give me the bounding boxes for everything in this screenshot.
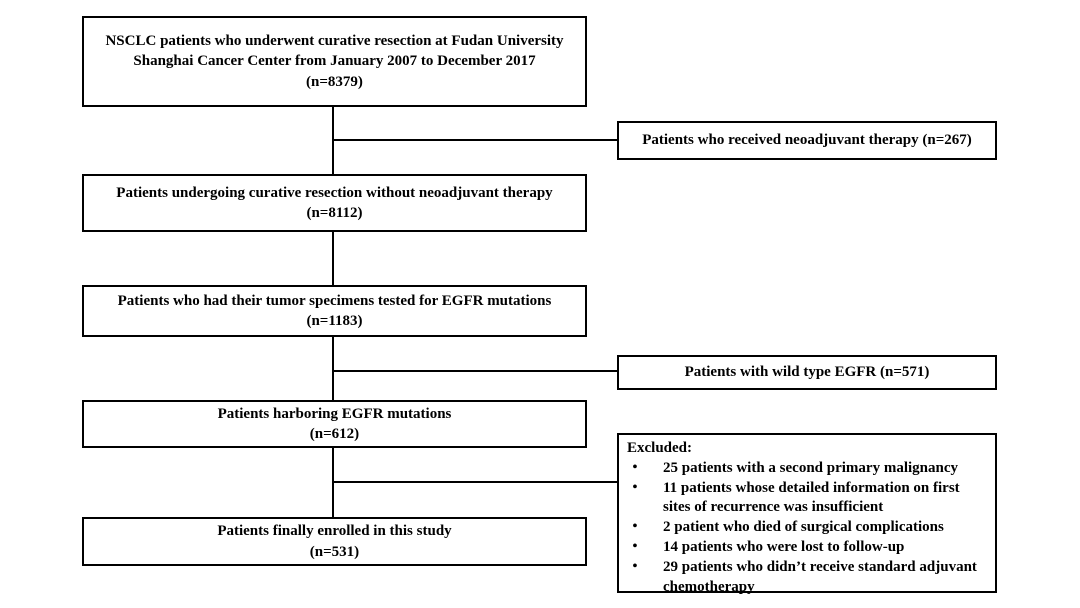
excluded-item-text: 11 patients whose detailed information o…	[663, 479, 960, 516]
excluded-item-text: 14 patients who were lost to follow-up	[663, 538, 905, 555]
box-egfr-tested-text: Patients who had their tumor specimens t…	[117, 292, 552, 309]
box-finally-enrolled-count: (n=531)	[309, 543, 360, 560]
box-egfr-mutations-count: (n=612)	[309, 426, 360, 442]
excluded-item: • 25 patients with a second primary mali…	[625, 459, 987, 479]
box-without-neoadjuvant: Patients undergoing curative resection w…	[82, 174, 587, 232]
box-wild-type-egfr: Patients with wild type EGFR (n=571)	[617, 355, 997, 390]
box-initial-cohort-line1: NSCLC patients who underwent curative re…	[105, 33, 564, 50]
excluded-item-text: 2 patient who died of surgical complicat…	[663, 519, 944, 536]
box-initial-cohort: NSCLC patients who underwent curative re…	[82, 16, 587, 107]
bullet-icon: •	[632, 538, 638, 554]
connector-branch-excluded	[332, 481, 617, 483]
excluded-item: • 11 patients whose detailed information…	[625, 479, 987, 519]
bullet-icon: •	[632, 479, 638, 495]
box-finally-enrolled-text: Patients finally enrolled in this study	[217, 523, 452, 540]
excluded-item-text: 25 patients with a second primary malign…	[663, 459, 959, 476]
bullet-icon: •	[632, 519, 638, 535]
box-neoadjuvant-excluded: Patients who received neoadjuvant therap…	[617, 121, 997, 160]
connector-branch-neoadjuvant	[332, 139, 617, 141]
excluded-item: • 14 patients who were lost to follow-up	[625, 538, 987, 558]
box-egfr-mutations: Patients harboring EGFR mutations (n=612…	[82, 400, 587, 448]
connector-egfr-tested-to-mutations	[332, 337, 334, 400]
box-excluded-list: Excluded: • 25 patients with a second pr…	[617, 433, 997, 595]
excluded-item: • 2 patient who died of surgical complic…	[625, 518, 987, 538]
excluded-item-text: 29 patients who didn’t receive standard …	[663, 558, 977, 595]
box-wild-type-egfr-text: Patients with wild type EGFR (n=571)	[684, 364, 930, 381]
bullet-icon: •	[632, 558, 638, 574]
connector-branch-wild-type	[332, 370, 617, 372]
bullet-icon: •	[632, 459, 638, 475]
excluded-item: • 29 patients who didn’t receive standar…	[625, 558, 987, 598]
box-egfr-mutations-text: Patients harboring EGFR mutations	[217, 405, 452, 422]
box-egfr-tested-count: (n=1183)	[306, 313, 363, 329]
connector-no-neoadjuvant-to-egfr-tested	[332, 232, 334, 285]
box-without-neoadjuvant-text: Patients undergoing curative resection w…	[116, 184, 553, 201]
box-neoadjuvant-excluded-text: Patients who received neoadjuvant therap…	[642, 132, 972, 149]
box-without-neoadjuvant-count: (n=8112)	[306, 205, 363, 221]
box-initial-cohort-count: (n=8379)	[306, 73, 363, 90]
box-egfr-tested: Patients who had their tumor specimens t…	[82, 285, 587, 337]
box-finally-enrolled: Patients finally enrolled in this study …	[82, 517, 587, 566]
box-initial-cohort-line2: Shanghai Cancer Center from January 2007…	[133, 53, 536, 70]
excluded-title: Excluded:	[627, 440, 693, 456]
